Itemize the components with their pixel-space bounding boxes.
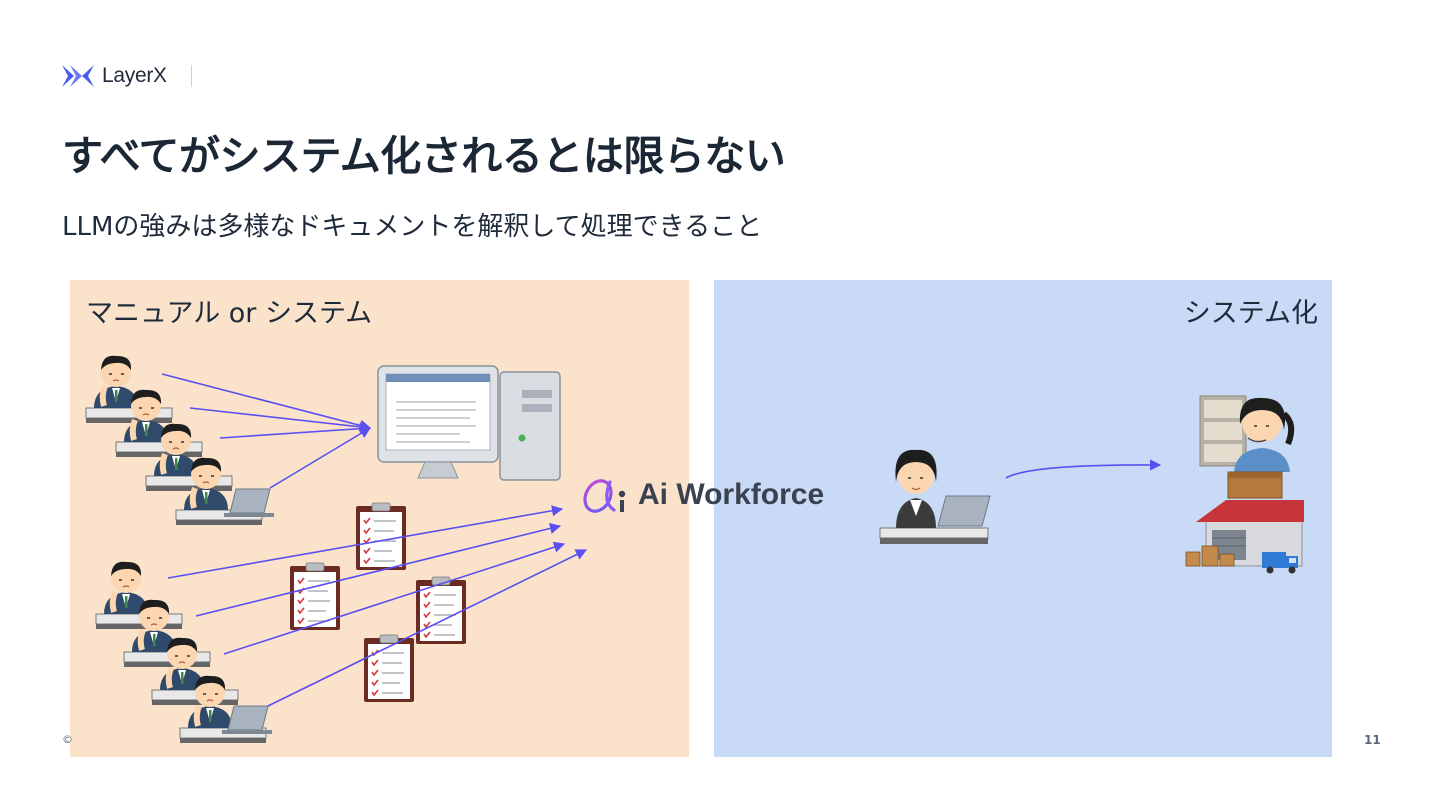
layerx-mark-icon [62,65,94,87]
laptop-icon [223,488,275,518]
checklist-icon [355,502,407,571]
page-subtitle: LLMの強みは多様なドキュメントを解釈して処理できること [62,212,763,242]
header-divider [190,65,192,87]
delivery-truck-icon [1262,552,1298,574]
ai-workforce-text: Ai Workforce [638,478,825,511]
copyright-text: © [62,733,73,746]
ai-workforce-mark-icon [583,479,626,513]
office-worker-figure [879,449,991,544]
checklist-icon [363,634,415,703]
logo-text: LayerX [102,64,167,87]
worker-figure [96,562,182,629]
flow-arrows [161,373,1162,707]
ai-workforce-logo: Ai Workforce [580,472,824,518]
page-number: 11 [1364,733,1381,747]
system-panel-label: システム化 [1183,298,1318,329]
manual-panel-label: マニュアル or システム [86,298,373,329]
layerx-logo: LayerX [62,60,192,92]
checklist-icon [415,576,467,645]
page-title: すべてがシステム化されるとは限らない [62,132,786,180]
desktop-computer-icon [377,365,561,481]
warehouse-operator-figure [1199,395,1295,499]
checklist-icon [289,562,341,631]
